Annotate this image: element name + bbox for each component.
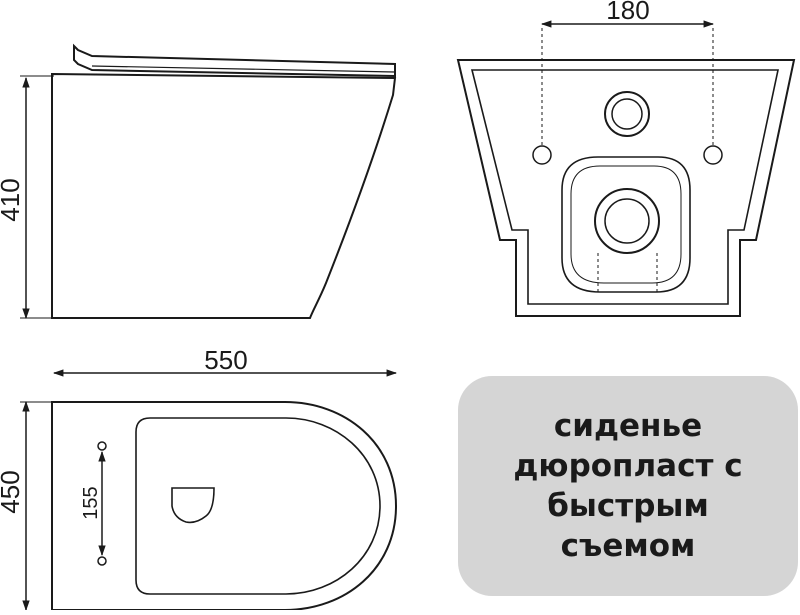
rear-view-hidden-lines <box>541 28 714 292</box>
side-view <box>51 43 397 319</box>
length-label: 550 <box>204 345 247 375</box>
plan-view-drain <box>171 487 215 524</box>
rear-view-mount-hole-right <box>703 145 723 165</box>
plan-width-label: 450 <box>0 470 25 513</box>
hole-spacing-label: 155 <box>80 486 102 519</box>
length-dimension: 550 <box>52 345 398 377</box>
plan-view <box>51 401 398 611</box>
rear-view-inner <box>470 69 779 305</box>
side-height-dimension: 410 <box>0 75 54 320</box>
plan-view-hole-bottom <box>97 556 107 566</box>
seat-note-box: сиденье дюропласт с быстрым съемом <box>458 376 798 596</box>
rear-view-inlet-outer <box>604 91 650 137</box>
rear-view-mount-hole-left <box>532 145 552 165</box>
rear-view-inlet-inner <box>611 98 643 130</box>
rear-view-outlet-inner <box>604 198 650 244</box>
seat-note-line-3: быстрым <box>547 488 709 524</box>
plan-view-outer <box>51 401 398 611</box>
top-spacing-label: 180 <box>606 0 649 25</box>
top-spacing-dimension: 180 <box>540 0 715 28</box>
hole-spacing-dimension: 155 <box>80 450 106 557</box>
side-view-body <box>51 72 397 319</box>
rear-view-bowl <box>561 156 691 293</box>
seat-note-line-4: съемом <box>560 528 696 564</box>
seat-note-line-2: дюропласт с <box>513 448 743 484</box>
side-view-seat <box>73 43 396 78</box>
plan-view-hole-top <box>97 441 107 451</box>
rear-view-outlet-outer <box>594 188 660 254</box>
rear-view <box>456 59 796 317</box>
side-height-label: 410 <box>0 178 25 221</box>
seat-note-line-1: сиденье <box>553 408 703 444</box>
plan-width-dimension: 450 <box>0 400 54 612</box>
plan-view-seat <box>135 417 381 595</box>
rear-view-outer <box>456 59 796 317</box>
